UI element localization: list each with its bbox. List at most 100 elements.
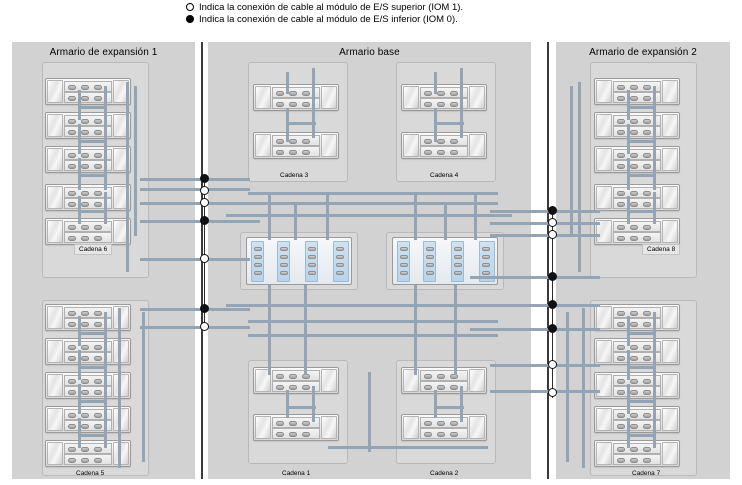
shelf-bezel-right <box>469 134 485 157</box>
shelf-port <box>643 164 651 169</box>
shelf-iom1 <box>64 187 112 198</box>
shelf-port <box>302 139 310 144</box>
shelf-bezel-right <box>113 220 129 243</box>
shelf-port <box>643 130 651 135</box>
cable-segment <box>627 384 630 414</box>
hba-port <box>482 255 490 259</box>
cable-segment <box>627 332 655 335</box>
controller-1 <box>246 237 352 285</box>
shelf-port <box>437 139 445 144</box>
shelf-port <box>630 164 638 169</box>
shelf-bezel-right <box>113 408 129 431</box>
cable-bus-horizontal <box>248 192 498 195</box>
shelf-port <box>630 322 638 327</box>
cable-bus-horizontal <box>248 320 498 323</box>
shelf-iom1 <box>272 135 320 146</box>
shelf-bezel-left <box>255 369 271 392</box>
iom0-marker <box>548 300 557 309</box>
shelf-right-2 <box>594 112 680 139</box>
hba-port <box>280 271 288 275</box>
cable-segment <box>104 414 107 448</box>
shelf-bezel-left <box>596 442 612 465</box>
chain-label-4: Cadena 4 <box>430 172 459 179</box>
shelf-bezel-left <box>255 86 271 109</box>
shelf-port <box>437 102 445 107</box>
cable-segment <box>78 90 81 120</box>
hba-card <box>333 241 349 282</box>
shelf-left-3 <box>45 146 131 173</box>
shelf-iom0 <box>272 146 320 157</box>
hba-port <box>400 271 408 275</box>
shelf-port <box>94 356 102 361</box>
cable-trunk <box>470 328 600 331</box>
shelf-left-9 <box>45 406 131 433</box>
shelf-port <box>450 91 458 96</box>
shelf-port <box>302 421 310 426</box>
shelf-bezel-left <box>596 148 612 171</box>
shelf-port <box>617 413 625 418</box>
shelf-port <box>81 130 89 135</box>
shelf-port <box>81 202 89 207</box>
shelf-port <box>630 85 638 90</box>
shelf-port <box>617 424 625 429</box>
shelf-port <box>630 225 638 230</box>
shelf-port <box>643 153 651 158</box>
shelf-port <box>289 139 297 144</box>
hba-port <box>336 271 344 275</box>
shelf-iom1 <box>420 370 468 381</box>
shelf-bezel-right <box>662 220 678 243</box>
cable-segment <box>78 106 106 109</box>
cable-segment <box>104 192 107 224</box>
shelf-base-4 <box>401 132 487 159</box>
filled-circle-icon <box>186 15 194 23</box>
shelf-port <box>617 311 625 316</box>
cable-segment <box>627 434 655 437</box>
shelf-port <box>68 191 76 196</box>
hba-port <box>426 263 434 267</box>
shelf-port <box>617 191 625 196</box>
shelf-port <box>276 139 284 144</box>
cabling-diagram: Armario de expansión 1 <box>0 36 742 485</box>
shelf-port <box>68 202 76 207</box>
iom1-marker <box>548 388 557 397</box>
shelf-port <box>437 374 445 379</box>
cable-segment <box>286 122 316 125</box>
shelf-port <box>68 447 76 452</box>
shelf-port <box>643 236 651 241</box>
cable-trunk <box>490 234 600 237</box>
shelf-port <box>276 374 284 379</box>
shelf-iom0 <box>613 160 661 171</box>
iom0-marker <box>200 304 209 313</box>
cable-segment <box>104 86 107 122</box>
cable-segment <box>78 434 106 437</box>
cable-segment <box>454 285 457 375</box>
hba-port <box>400 255 408 259</box>
hba-port <box>454 247 462 251</box>
shelf-port <box>302 102 310 107</box>
shelf-iom0 <box>613 352 661 363</box>
chain-label-1: Cadena 1 <box>282 470 311 477</box>
shelf-port <box>68 164 76 169</box>
shelf-port <box>68 458 76 463</box>
cable-riser <box>142 312 145 462</box>
shelf-port <box>437 385 445 390</box>
shelf-port <box>81 164 89 169</box>
hba-port <box>400 247 408 251</box>
shelf-right-7 <box>594 338 680 365</box>
shelf-base-1 <box>253 84 339 111</box>
shelf-port <box>289 150 297 155</box>
shelf-port <box>643 311 651 316</box>
shelf-iom1 <box>613 443 661 454</box>
shelf-right-1 <box>594 78 680 105</box>
shelf-port <box>617 447 625 452</box>
shelf-bezel-right <box>113 306 129 329</box>
shelf-iom1 <box>64 149 112 160</box>
shelf-port <box>643 96 651 101</box>
shelf-iom1 <box>613 115 661 126</box>
shelf-port <box>630 356 638 361</box>
shelf-bezel-left <box>47 306 63 329</box>
shelf-port <box>643 119 651 124</box>
shelf-port <box>450 150 458 155</box>
shelf-port <box>630 345 638 350</box>
panel-divider-right <box>547 42 549 479</box>
